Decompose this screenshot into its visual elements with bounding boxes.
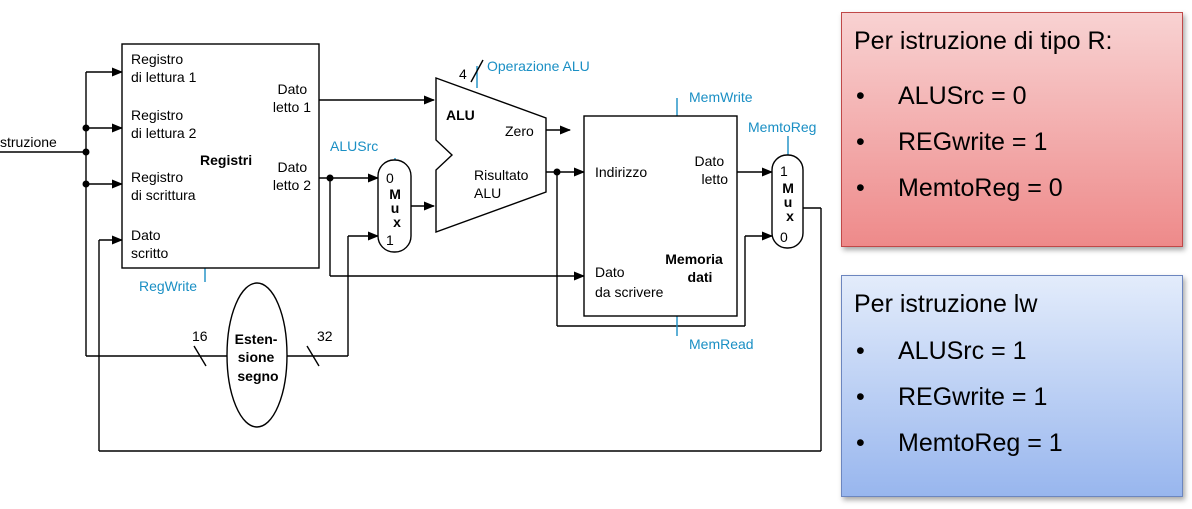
memtoreg-mux-input-0: 0 (780, 229, 788, 245)
memread-label: MemRead (689, 336, 754, 352)
r-type-list: •ALUSrc = 0 •REGwrite = 1 •MemtoReg = 0 (856, 73, 1063, 211)
bullet-icon: • (856, 174, 865, 202)
write-register-label: Registro di scrittura (131, 169, 196, 203)
lw-panel: Per istruzione lw •ALUSrc = 1 •REGwrite … (841, 275, 1183, 497)
alu-operation-width: 4 (459, 66, 467, 82)
alu-zero-label: Zero (505, 123, 534, 139)
list-item: •REGwrite = 1 (856, 374, 1063, 420)
sign-extend: Esten- sione segno 16 32 (192, 282, 333, 428)
read-register-2-label: Registro di lettura 2 (131, 107, 197, 141)
read-register-1-label: Registro di lettura 1 (131, 51, 197, 85)
alusrc-label: ALUSrc (330, 138, 378, 154)
alusrc-mux-label: M u x (389, 186, 405, 230)
r-type-panel: Per istruzione di tipo R: •ALUSrc = 0 •R… (841, 12, 1183, 247)
register-output-wires (319, 95, 586, 281)
memory-read-data-label: Dato letto (695, 153, 729, 187)
instruction-label: struzione (0, 134, 57, 150)
alu-wires (411, 125, 774, 327)
register-file: Registro di lettura 1 Registro di lettur… (121, 43, 320, 269)
bullet-icon: • (856, 337, 865, 365)
memtoreg-mux: 1 M u x 0 (771, 154, 804, 249)
lw-panel-title: Per istruzione lw (854, 290, 1038, 318)
data-memory: Indirizzo Dato letto Dato da scrivere Me… (583, 115, 738, 317)
alu-result-label: Risultato ALU (474, 167, 532, 201)
bullet-icon: • (856, 383, 865, 411)
write-back-wires (98, 207, 822, 452)
sign-extend-wires (286, 231, 380, 367)
write-data-label: Dato scritto (131, 227, 169, 261)
list-item: •REGwrite = 1 (856, 119, 1063, 165)
regwrite-label: RegWrite (139, 278, 197, 294)
list-item: •ALUSrc = 1 (856, 328, 1063, 374)
alusrc-mux: 0 M u x 1 (377, 159, 412, 253)
memory-title: Memoria dati (665, 251, 726, 285)
alusrc-mux-input-0: 0 (386, 170, 394, 186)
sign-extend-label: Esten- sione segno (235, 331, 282, 384)
sign-extend-input-width: 16 (192, 328, 208, 344)
instruction-wires (0, 67, 228, 367)
bullet-icon: • (856, 128, 865, 156)
r-type-panel-title: Per istruzione di tipo R: (854, 27, 1113, 55)
memwrite-label: MemWrite (689, 89, 753, 105)
memory-address-label: Indirizzo (595, 164, 647, 180)
list-item: •MemtoReg = 0 (856, 165, 1063, 211)
memory-write-data-label: Dato da scrivere (595, 264, 664, 300)
memtoreg-mux-input-1: 1 (780, 163, 788, 179)
list-item: •MemtoReg = 1 (856, 420, 1063, 466)
lw-list: •ALUSrc = 1 •REGwrite = 1 •MemtoReg = 1 (856, 328, 1063, 466)
alu-operation-label: Operazione ALU (487, 58, 590, 74)
memtoreg-label: MemtoReg (748, 119, 816, 135)
bullet-icon: • (856, 82, 865, 110)
alu-title: ALU (446, 107, 475, 123)
sign-extend-output-width: 32 (317, 328, 333, 344)
registers-title: Registri (200, 152, 252, 168)
memtoreg-mux-label: M u x (782, 180, 798, 224)
alu: ALU Zero Risultato ALU (435, 77, 547, 233)
list-item: •ALUSrc = 0 (856, 73, 1063, 119)
read-data-2-label: Dato letto 2 (273, 159, 311, 193)
read-data-1-label: Dato letto 1 (273, 81, 311, 115)
bullet-icon: • (856, 429, 865, 457)
alusrc-mux-input-1: 1 (386, 232, 394, 248)
